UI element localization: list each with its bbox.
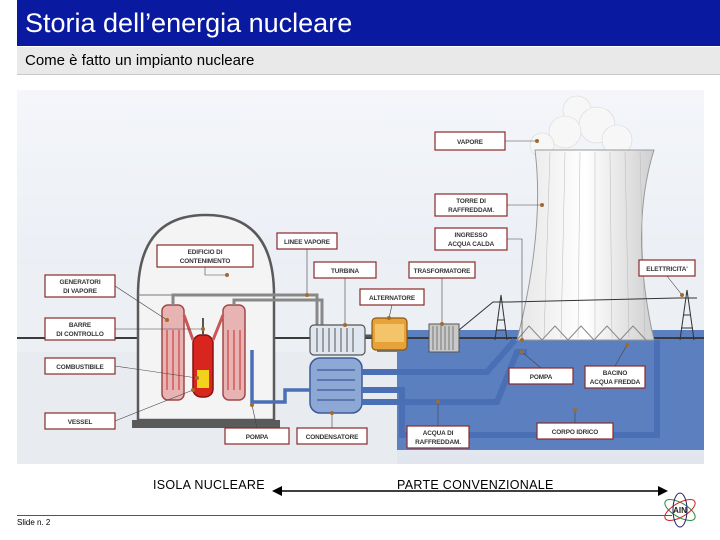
label-ingresso: INGRESSO ACQUA CALDA [435,228,507,250]
title-bar: Storia dell’energia nucleare [17,0,720,46]
label-ingresso-text-2: ACQUA CALDA [448,241,495,248]
label-bacino-text-1: BACINO [603,370,628,377]
label-vessel-text: VESSEL [68,419,93,426]
label-elettricita-text: ELETTRICITA' [646,266,688,273]
alternator [372,318,407,350]
slide-number: Slide n. 2 [17,518,50,527]
label-alternatore: ALTERNATORE [360,289,424,305]
label-turbina: TURBINA [314,262,376,278]
section-divider-arrow [270,484,670,498]
label-elettricita: ELETTRICITA' [639,260,695,276]
label-condensatore: CONDENSATORE [297,428,367,444]
slide-subtitle: Come è fatto un impianto nucleare [25,52,254,69]
turbine [310,325,365,355]
subtitle-bar: Come è fatto un impianto nucleare [17,47,720,75]
label-barre-text-2: DI CONTROLLO [56,331,104,338]
label-combustibile: COMBUSTIBILE [45,358,115,374]
label-vapore-text: VAPORE [457,139,484,146]
label-bacino-text-2: ACQUA FREDDA [590,379,641,386]
label-alternatore-text: ALTERNATORE [369,295,416,302]
label-corpo-idrico: CORPO IDRICO [537,423,613,439]
label-vessel: VESSEL [45,413,115,429]
label-barre: BARRE DI CONTROLLO [45,318,115,340]
label-isola-nucleare: ISOLA NUCLEARE [153,478,265,492]
label-generatori: GENERATORI DI VAPORE [45,275,115,297]
transformer [429,324,459,352]
label-pompa-1-text: POMPA [530,374,553,381]
label-trasformatore: TRASFORMATORE [409,262,475,278]
label-pompa-1: POMPA [509,368,573,384]
label-edificio-text-2: CONTENIMENTO [180,258,231,265]
label-linee-vapore-text: LINEE VAPORE [284,239,331,246]
label-acqua-raff-text-2: RAFFREDDAM. [415,439,461,446]
label-barre-text-1: BARRE [69,322,92,329]
label-corpo-idrico-text: CORPO IDRICO [552,429,599,436]
ain-logo-text: AIN [673,506,687,515]
label-bacino: BACINO ACQUA FREDDA [585,366,645,388]
label-combustibile-text: COMBUSTIBILE [56,364,104,371]
label-edificio-text-1: EDIFICIO DI [188,249,223,256]
label-torre-text-1: TORRE DI [456,198,486,205]
nuclear-plant-diagram: VAPORE TORRE DI RAFFREDDAM. INGRESSO ACQ… [17,90,704,464]
label-acqua-raff: ACQUA DI RAFFREDDAM. [407,426,469,448]
condenser [310,358,362,413]
label-generatori-text-1: GENERATORI [59,279,100,286]
label-edificio: EDIFICIO DI CONTENIMENTO [157,245,253,267]
footer-line [17,515,672,516]
label-ingresso-text-1: INGRESSO [455,232,488,239]
ain-logo-icon: AIN [660,490,700,530]
label-torre-text-2: RAFFREDDAM. [448,207,494,214]
label-acqua-raff-text-1: ACQUA DI [423,430,454,437]
label-linee-vapore: LINEE VAPORE [277,233,337,249]
label-torre: TORRE DI RAFFREDDAM. [435,194,507,216]
cooling-tower [517,150,654,340]
slide-title: Storia dell’energia nucleare [25,7,352,39]
containment-base [132,420,280,428]
label-trasformatore-text: TRASFORMATORE [414,268,472,275]
label-pompa-2-text: POMPA [246,434,269,441]
label-vapore: VAPORE [435,132,505,150]
label-generatori-text-2: DI VAPORE [63,288,98,295]
label-pompa-2: POMPA [225,428,289,444]
label-turbina-text: TURBINA [331,268,360,275]
label-condensatore-text: CONDENSATORE [306,434,359,441]
reactor-core [197,370,209,388]
